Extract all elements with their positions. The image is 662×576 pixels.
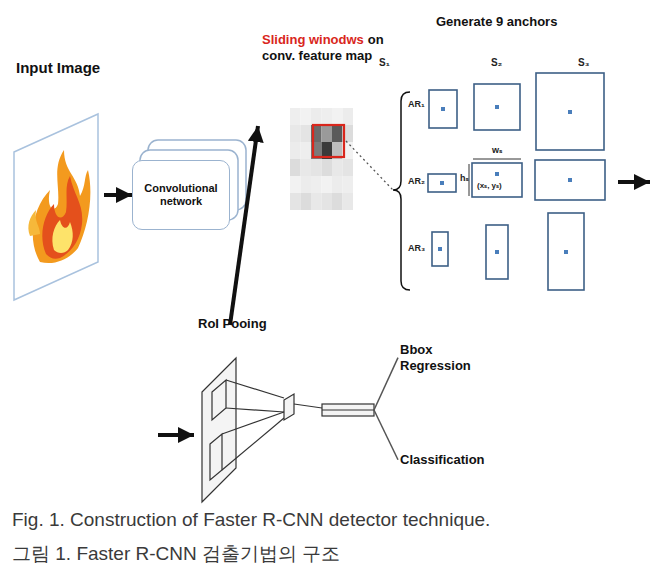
node-text: Input Image	[16, 59, 104, 77]
input-image	[14, 114, 98, 300]
dimension-label: hₛ	[460, 174, 469, 184]
node-text: RoI Pooing	[198, 316, 374, 332]
anchor-group: Generate 9 anchors	[402, 12, 618, 300]
input-image-group: Input Image	[12, 55, 104, 300]
scale-label: S₁	[379, 57, 390, 68]
flow-arrow	[158, 433, 194, 437]
sliding-window	[313, 125, 344, 157]
ratio-label: AR₁	[408, 100, 425, 110]
flow-arrow	[230, 126, 258, 325]
dotted-leader	[346, 141, 393, 190]
roi-pooling-illustration	[202, 358, 374, 502]
dimension-label: (xₛ, yₛ)	[477, 182, 502, 191]
node-text: Convolutional network	[137, 182, 225, 208]
node-text: Sliding winodws	[262, 32, 364, 47]
width-dimension	[473, 159, 521, 160]
node-text: Generate 9 anchors	[436, 14, 618, 30]
flow-arrow	[104, 193, 132, 197]
flow-arrow	[618, 180, 650, 184]
anchor-centers	[438, 105, 572, 254]
anchor-boxes	[428, 73, 605, 290]
scale-label: S₃	[578, 57, 589, 68]
roi-pooling-group: RoI Pooing	[196, 314, 374, 504]
output-label: Bbox Regression	[398, 340, 473, 375]
ratio-label: AR₃	[408, 244, 425, 254]
ratio-label: AR₂	[408, 177, 425, 187]
conv-network-box: Convolutional network	[132, 160, 230, 230]
caption-korean: 그림 1. Faster R-CNN 검출기법의 구조	[12, 544, 340, 565]
scale-label: S₂	[491, 57, 502, 68]
dimension-label: wₛ	[492, 146, 502, 156]
branch-line	[374, 410, 398, 460]
feature-map	[290, 108, 353, 210]
brace	[393, 92, 410, 290]
output-label: Classification	[398, 450, 487, 470]
node-text: Bbox Regression	[400, 342, 471, 373]
node-text: Classification	[400, 452, 485, 468]
branch-line	[374, 358, 398, 410]
figure-caption: Fig. 1. Construction of Faster R-CNN det…	[12, 510, 490, 531]
